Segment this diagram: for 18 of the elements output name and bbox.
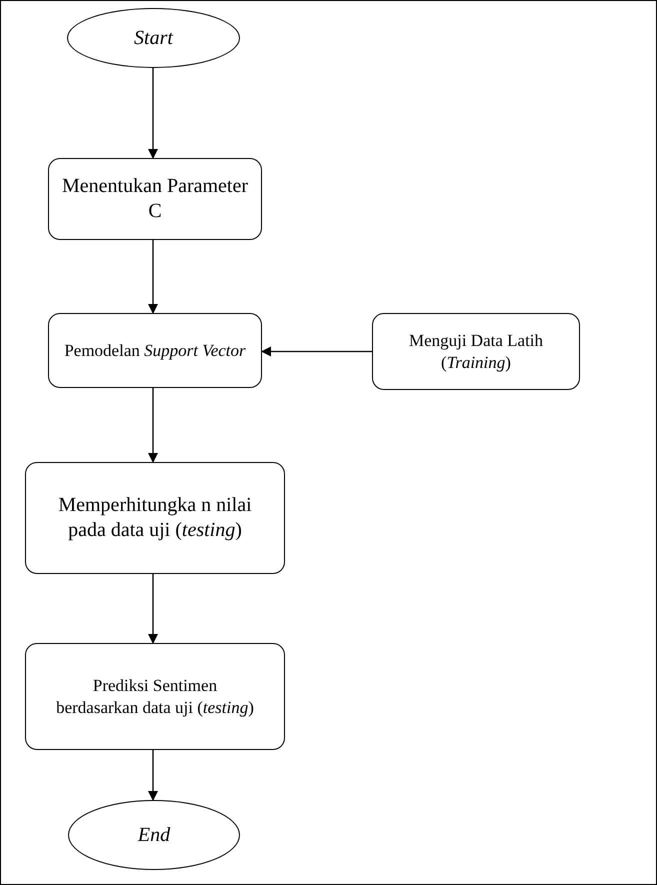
arrow	[148, 574, 158, 644]
arrow	[148, 750, 158, 801]
process-box	[25, 462, 285, 574]
node-text: Prediksi Sentimen berdasarkan data uji (testing)	[55, 675, 255, 718]
process-box	[372, 313, 580, 390]
process-box	[48, 313, 262, 388]
node-text: Menguji Data Latih (Training)	[408, 330, 544, 373]
node-text: Start	[134, 26, 173, 50]
arrow	[148, 388, 158, 463]
node-text: Memperhitungka n nilai pada data uji (testing)	[57, 493, 253, 543]
node-text: Menentukan Parameter C	[60, 174, 250, 224]
process-box	[48, 158, 262, 240]
arrow	[148, 240, 158, 314]
node-text: Pemodelan Support Vector	[64, 340, 246, 362]
process-box	[25, 643, 285, 750]
arrow	[261, 346, 372, 356]
arrow	[148, 68, 158, 159]
node-text: End	[138, 822, 170, 848]
